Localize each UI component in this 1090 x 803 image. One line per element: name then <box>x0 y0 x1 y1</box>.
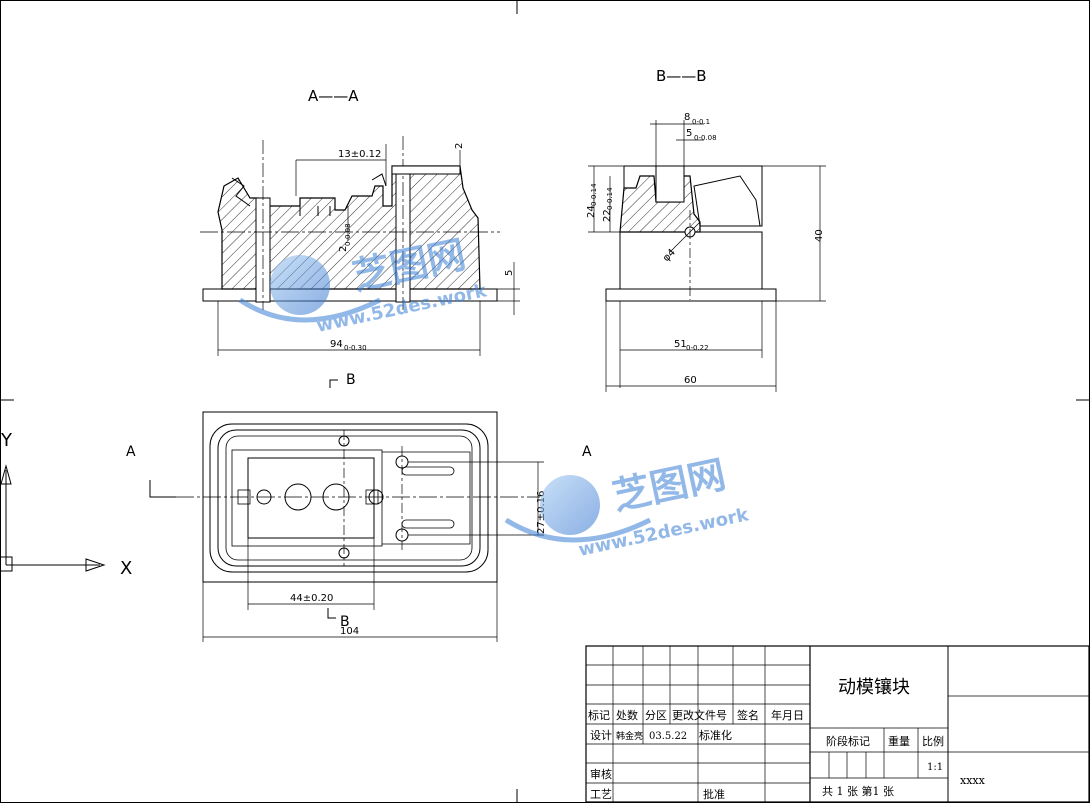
axis-y-label: Y <box>0 430 13 451</box>
drawing-number: xxxx <box>960 774 986 787</box>
aa-hatched-body <box>217 165 481 290</box>
watermark-2: 芝图网 www.52des.work <box>504 452 752 561</box>
dim-5-bb: 5 <box>686 128 692 139</box>
dim-60: 60 <box>684 375 697 386</box>
stage-label: 阶段标记 <box>826 734 870 748</box>
dim-24: 24 <box>586 205 597 218</box>
plan-mark-b-bottom: B <box>340 614 350 630</box>
bb-base-flange <box>605 288 777 302</box>
header-signature: 签名 <box>737 708 759 722</box>
scale-label: 比例 <box>922 734 944 748</box>
section-aa-view: A——A 13±0.12 2 2 0-0.08 5 <box>200 87 520 356</box>
ucs-axis-icon: Y X <box>0 430 132 579</box>
section-aa-label: A——A <box>308 87 359 105</box>
plan-core-block <box>247 457 375 539</box>
dim-phi4: φ4 <box>661 247 678 264</box>
header-change-doc: 更改文件号 <box>672 708 727 722</box>
plan-mark-b-top: B <box>346 372 356 388</box>
process-label: 工艺 <box>590 788 612 801</box>
dim-94-tol: 0-0.30 <box>344 344 367 352</box>
part-name: 动模镶块 <box>838 677 910 698</box>
dim-104: 104 <box>340 626 359 637</box>
approve-label: 批准 <box>703 787 725 801</box>
dim-24-tol: 0-0.14 <box>590 183 598 206</box>
weight-label: 重量 <box>888 734 910 748</box>
dim-5-bb-tol: 0-0.08 <box>694 134 717 142</box>
header-mark: 标记 <box>588 708 610 722</box>
header-count: 处数 <box>616 709 638 722</box>
review-label: 审核 <box>590 767 612 781</box>
dim-51-tol: 0-0.22 <box>686 344 709 352</box>
dim-94: 94 <box>330 339 343 350</box>
watermark-brand-2: 芝图网 <box>609 452 730 519</box>
plan-mark-a-right: A <box>582 444 592 460</box>
dim-40: 40 <box>814 229 825 242</box>
header-zone: 分区 <box>645 709 667 722</box>
designer-name: 韩金亮 <box>616 730 643 742</box>
design-date: 03.5.22 <box>649 731 687 742</box>
dim-13: 13±0.12 <box>338 149 381 160</box>
watermark-globe-icon <box>270 255 330 315</box>
dim-22: 22 <box>602 209 613 222</box>
watermark-url-2: www.52des.work <box>577 504 752 561</box>
dim-22-tol: 0-0.14 <box>606 187 614 210</box>
dim-2-top: 2 <box>454 143 465 149</box>
watermark-globe-icon-2 <box>540 475 600 535</box>
scale-value: 1:1 <box>927 762 943 773</box>
axis-x-label: X <box>120 558 132 579</box>
standard-label: 标准化 <box>699 728 732 742</box>
dim-8-tol: 0-0.1 <box>692 118 710 126</box>
dim-5: 5 <box>504 270 515 276</box>
dim-8: 8 <box>684 112 690 123</box>
section-bb-label: B——B <box>656 67 707 85</box>
dim-51: 51 <box>674 339 687 350</box>
design-label: 设计 <box>590 729 612 742</box>
section-bb-view: B——B φ4 8 0-0.1 5 0-0.08 24 0-0.14 22 0 <box>586 67 826 392</box>
header-date: 年月日 <box>771 708 804 722</box>
title-block: 动模镶块 标记 处数 分区 更改文件号 签名 年月日 设计 韩金亮 03.5.2… <box>585 645 1090 803</box>
plan-view: B B A A 27±0. <box>126 372 592 642</box>
sheets-label: 共 1 张 第1 张 <box>822 784 894 798</box>
dim-44: 44±0.20 <box>290 593 333 604</box>
dim-2-depth: 2 <box>338 246 349 252</box>
plan-mark-a-left: A <box>126 444 136 460</box>
dim-2-depth-tol: 0-0.08 <box>344 223 352 246</box>
